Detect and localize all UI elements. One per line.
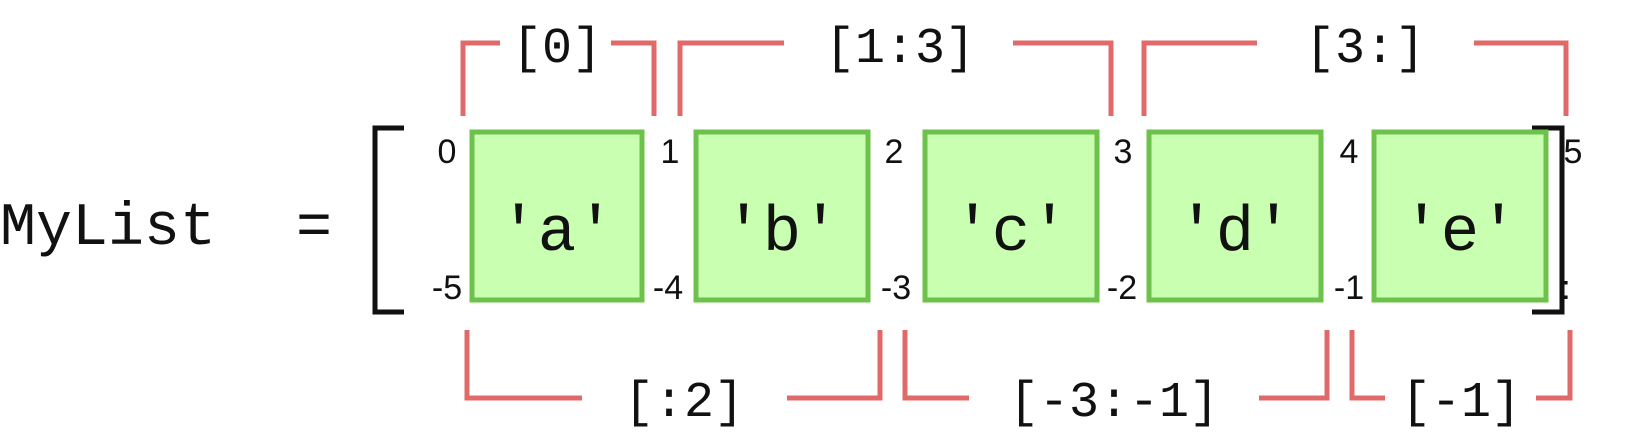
slice-bracket-1-3-right	[1013, 40, 1114, 116]
slice-label-neg3-neg1: [-3:-1]	[1009, 375, 1219, 432]
slice-label-3-end: [3:]	[1305, 21, 1425, 78]
element-cell-e	[1371, 129, 1549, 303]
list-close-bracket	[1532, 125, 1565, 315]
list-open-bracket	[372, 125, 404, 315]
slice-bracket-start-2-left	[464, 330, 582, 401]
element-cell-b	[693, 129, 871, 303]
slice-bracket-3-end-left	[1141, 40, 1257, 116]
element-cell-d	[1146, 129, 1324, 303]
slice-bracket-neg1-right	[1536, 330, 1573, 401]
slice-bracket-neg3-neg1-right	[1259, 330, 1330, 401]
slice-label-start-2: [:2]	[624, 375, 744, 432]
element-label: 'c'	[953, 198, 1068, 270]
positive-index: 1	[661, 133, 680, 171]
negative-index: -3	[881, 269, 911, 307]
negative-index-end-marker: :	[1561, 269, 1570, 307]
slice-label-neg1: [-1]	[1401, 375, 1521, 432]
element-label: 'e'	[1402, 198, 1517, 270]
element-label: 'b'	[724, 198, 839, 270]
equals-sign: =	[296, 195, 332, 263]
element-label: 'a'	[499, 198, 614, 270]
variable-name: MyList	[0, 195, 216, 263]
slice-label-1-3: [1:3]	[825, 21, 975, 78]
negative-index: -1	[1334, 269, 1364, 307]
slice-bracket-neg1-left	[1349, 330, 1385, 401]
positive-index: 5	[1564, 133, 1583, 171]
slice-bracket-0-right	[611, 40, 657, 116]
positive-index: 4	[1340, 133, 1359, 171]
positive-index: 0	[438, 133, 457, 171]
element-cell-c	[922, 129, 1100, 303]
slice-label-0: [0]	[512, 21, 602, 78]
slice-bracket-3-end-right	[1474, 40, 1569, 116]
negative-index: -4	[653, 269, 683, 307]
positive-index: 3	[1114, 133, 1133, 171]
slice-bracket-0-left	[460, 40, 500, 116]
slice-bracket-neg3-neg1-left	[902, 330, 969, 401]
slice-bracket-start-2-right	[787, 330, 883, 401]
negative-index: -5	[432, 269, 462, 307]
positive-index: 2	[885, 133, 904, 171]
slice-bracket-1-3-left	[677, 40, 784, 116]
element-label: 'd'	[1177, 198, 1292, 270]
element-cell-a	[469, 129, 645, 303]
negative-index: -2	[1107, 269, 1137, 307]
